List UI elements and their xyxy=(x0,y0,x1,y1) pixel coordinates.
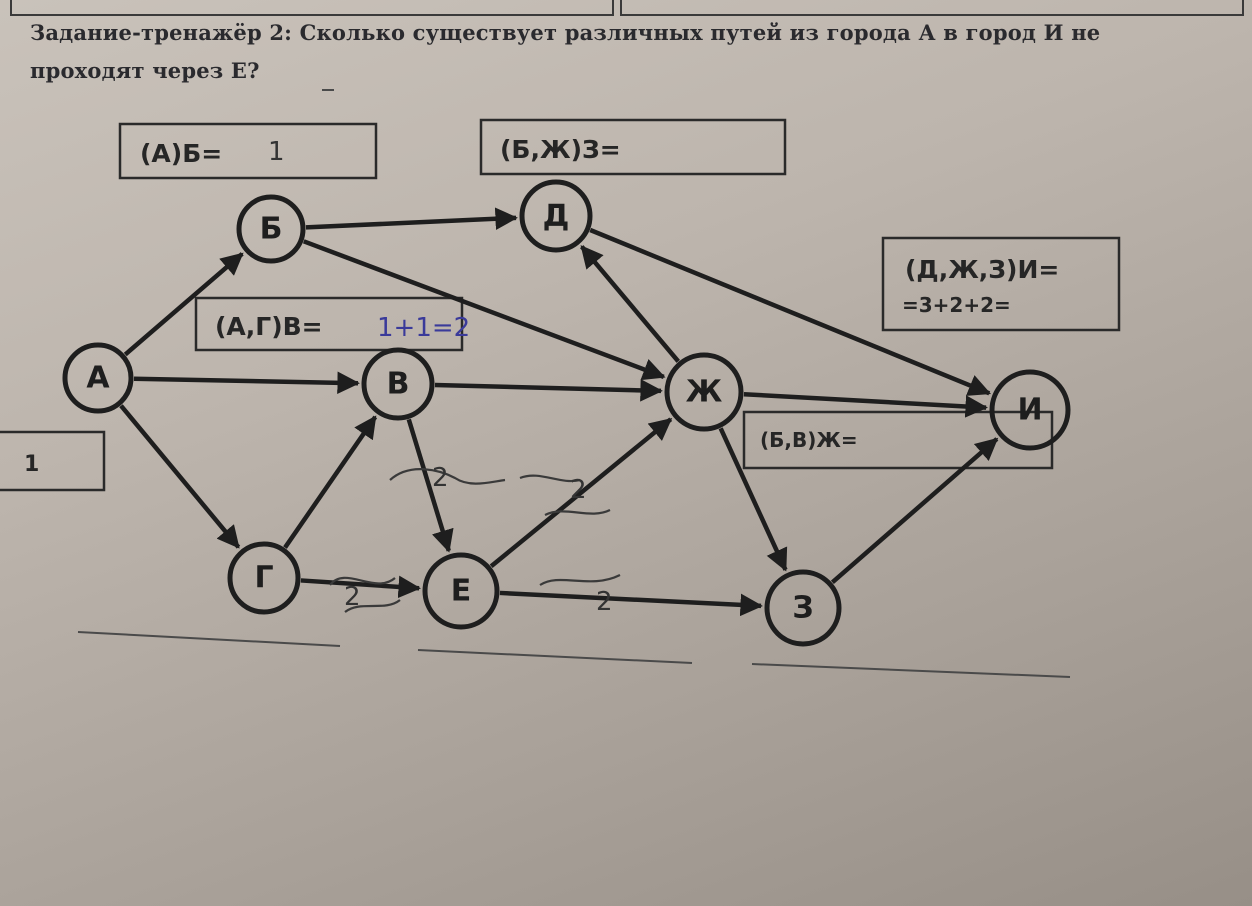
box-zh-text: (Б,В)Ж= xyxy=(760,428,858,452)
box-a-text: 1 xyxy=(24,452,39,477)
edge-d-i xyxy=(589,227,992,396)
box-v-handwritten: 1+1=2 xyxy=(377,313,470,343)
scribble-e-z xyxy=(539,574,621,586)
box-i-frame xyxy=(881,236,1121,332)
node-circle xyxy=(764,569,842,647)
node-circle xyxy=(361,347,435,421)
edge-e-zh xyxy=(489,417,673,569)
edge-b-d xyxy=(305,207,518,231)
node-label: Д xyxy=(543,199,570,234)
nodes: А Б В Г Д Е Ж З И xyxy=(62,179,1071,647)
box-z: (Б,Ж)З= xyxy=(479,118,787,176)
node-label: Е xyxy=(451,574,472,609)
node-label: Б xyxy=(260,212,283,247)
edge-a-g xyxy=(119,404,241,549)
scribble-v-e xyxy=(389,468,581,485)
mark-e-z: 2 xyxy=(596,587,613,617)
top-table-fragment xyxy=(10,0,614,16)
mark-v-e: 2 xyxy=(432,463,449,493)
node-circle xyxy=(519,179,593,253)
node-circle xyxy=(664,352,744,432)
handwritten-marks: 2 2 2 2 xyxy=(329,463,621,617)
edge-v-e xyxy=(406,418,454,553)
edge-z-i xyxy=(830,437,999,585)
box-b-handwritten: 1 xyxy=(268,137,285,167)
box-z-text: (Б,Ж)З= xyxy=(500,135,621,164)
edge-a-b xyxy=(123,252,244,357)
node-g: Г xyxy=(227,541,301,615)
node-label: Г xyxy=(254,561,273,596)
answer-rule-g xyxy=(77,631,341,647)
edge-v-zh xyxy=(434,379,663,402)
node-v: В xyxy=(361,347,435,421)
node-label: А xyxy=(86,361,110,396)
node-label: Ж xyxy=(686,375,723,410)
box-b-frame xyxy=(118,122,378,180)
edge-g-v xyxy=(283,415,378,549)
box-z-frame xyxy=(479,118,787,176)
box-v: (А,Г)В= 1+1=2 xyxy=(194,296,470,352)
node-b: Б xyxy=(236,194,306,264)
box-b-text: (А)Б= xyxy=(140,139,222,168)
node-e: Е xyxy=(422,552,500,630)
node-circle xyxy=(62,342,134,414)
answer-rule-e xyxy=(417,649,693,664)
node-a: А xyxy=(62,342,134,414)
top-table-fragment xyxy=(620,0,1244,16)
edge-b-zh xyxy=(302,239,666,381)
edge-g-e xyxy=(300,575,421,599)
edges xyxy=(119,207,999,617)
node-circle xyxy=(227,541,301,615)
scribble-e-zh xyxy=(544,508,611,517)
answer-rule-z xyxy=(751,663,1071,678)
node-label: В xyxy=(387,367,410,402)
task-title-continued: проходят через Е? xyxy=(30,58,260,83)
edge-a-v xyxy=(133,371,360,395)
box-b: (А)Б= 1 xyxy=(118,122,378,180)
edge-e-z xyxy=(499,590,763,617)
node-circle xyxy=(989,369,1071,451)
node-label: И xyxy=(1017,393,1042,428)
mark-g-e: 2 xyxy=(344,582,361,612)
node-z: З xyxy=(764,569,842,647)
box-i-line1: (Д,Ж,З)И= xyxy=(905,255,1059,284)
node-circle xyxy=(236,194,306,264)
node-d: Д xyxy=(519,179,593,253)
box-i-line2: =3+2+2= xyxy=(902,293,1011,317)
node-circle xyxy=(422,552,500,630)
box-v-frame xyxy=(194,296,464,352)
edge-zh-z xyxy=(718,427,788,572)
node-i: И xyxy=(989,369,1071,451)
box-i: (Д,Ж,З)И= =3+2+2= xyxy=(881,236,1121,332)
node-label: З xyxy=(792,591,813,626)
edge-zh-i xyxy=(743,391,988,418)
box-v-text: (А,Г)В= xyxy=(215,312,323,341)
scribble-g-e xyxy=(329,576,401,613)
box-a: 1 xyxy=(0,430,106,492)
box-a-frame xyxy=(0,430,106,492)
task-title: Задание-тренажёр 2: Сколько существует р… xyxy=(30,20,1101,45)
mark-e-zh: 2 xyxy=(570,475,587,505)
node-zh: Ж xyxy=(664,352,744,432)
edge-zh-d xyxy=(580,245,680,363)
